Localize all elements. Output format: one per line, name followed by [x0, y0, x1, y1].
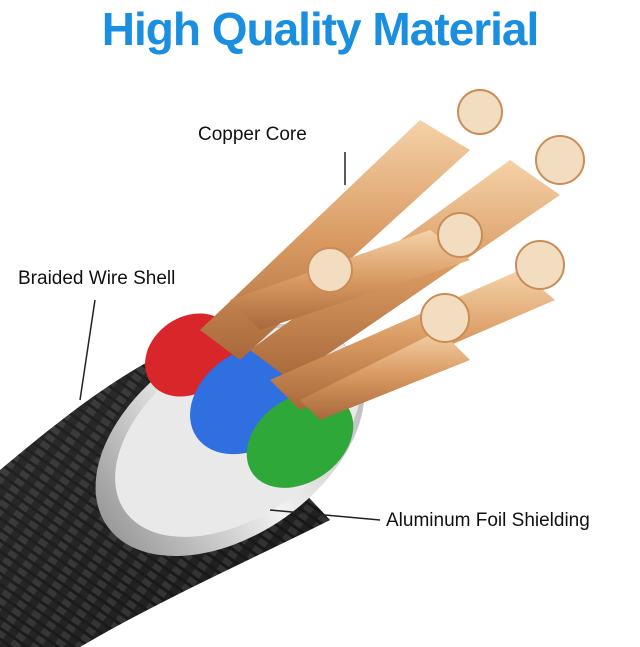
- label-braided-shell: Braided Wire Shell: [18, 268, 176, 289]
- copper-strands: [200, 89, 585, 420]
- page-title: High Quality Material: [101, 3, 540, 55]
- braid-callout-line: [79, 299, 96, 401]
- foil-callout-line: [269, 509, 381, 521]
- label-copper-core: Copper Core: [198, 124, 307, 145]
- label-foil-shielding: Aluminum Foil Shielding: [386, 510, 590, 531]
